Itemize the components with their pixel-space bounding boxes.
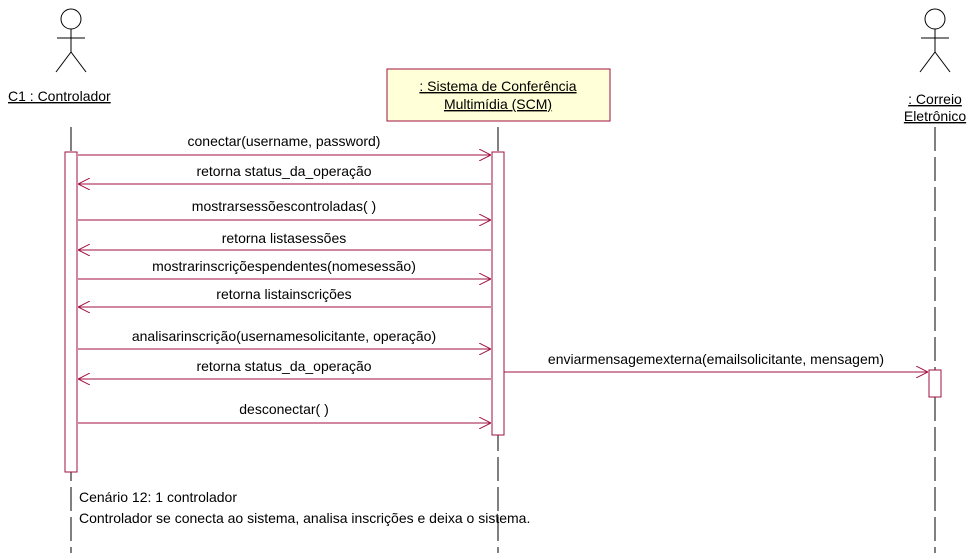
- message-label: retorna listainscrições: [216, 286, 351, 302]
- actor-correio-label-line2: Eletrônico: [904, 108, 966, 124]
- message-label: retorna status_da_operação: [196, 163, 371, 179]
- system-label-line1: : Sistema de Conferência: [419, 78, 576, 94]
- system-label-line2: Multimídia (SCM): [444, 96, 552, 112]
- note-text: Controlador se conecta ao sistema, anali…: [79, 510, 530, 526]
- note-title: Cenário 12: 1 controlador: [79, 489, 237, 505]
- message-label: analisarinscrição(usernamesolicitante, o…: [132, 328, 436, 344]
- message-label: enviarmensagemexterna(emailsolicitante, …: [548, 351, 884, 367]
- activation-correio: [928, 369, 942, 398]
- message-label: retorna listasessões: [222, 230, 347, 246]
- activation-system: [491, 151, 505, 436]
- actor-correio-label-line1: : Correio: [908, 91, 962, 107]
- message-label: retorna status_da_operação: [196, 358, 371, 374]
- actor-controlador-icon: [55, 8, 87, 73]
- message-label: mostrarsessõescontroladas( ): [192, 198, 376, 214]
- actor-controlador-label: C1 : Controlador: [8, 88, 111, 104]
- message-label: desconectar( ): [239, 401, 328, 417]
- activation-controlador: [64, 151, 78, 473]
- message-label: mostrarinscriçõespendentes(nomesessão): [152, 258, 416, 274]
- system-object-box: [386, 68, 611, 122]
- actor-correio-icon: [919, 8, 951, 73]
- message-label: conectar(username, password): [188, 133, 381, 149]
